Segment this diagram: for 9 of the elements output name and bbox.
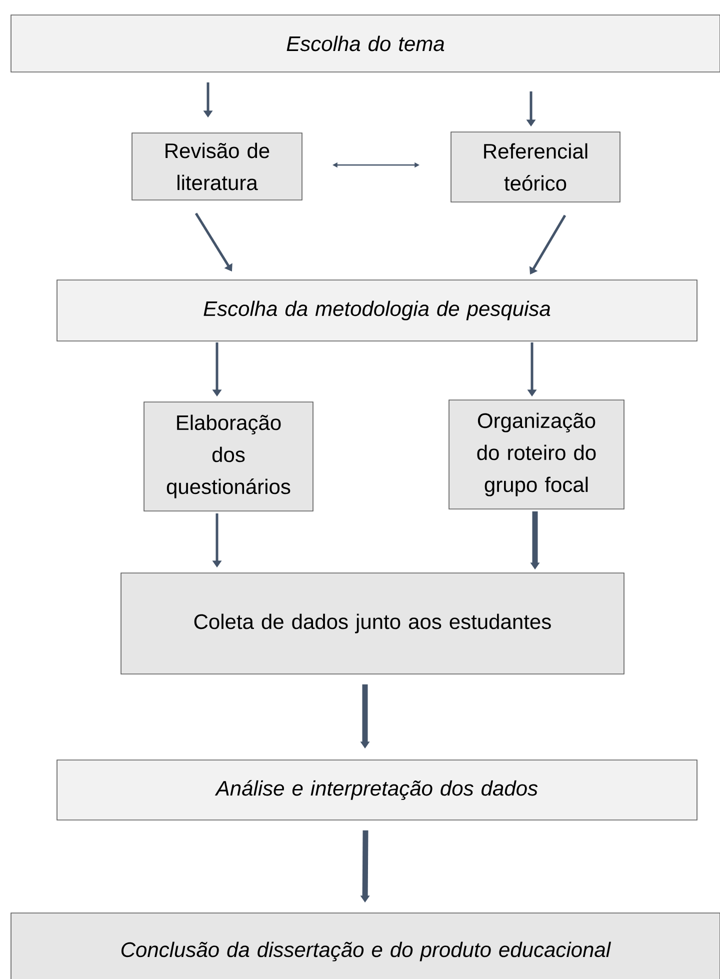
process-box: Conclusão da dissertação e do produto educacional [10, 912, 720, 979]
process-box: Elaboração dos questionários [144, 402, 314, 512]
process-box: Análise e interpretação dos dados [56, 760, 698, 820]
process-box: Escolha do tema [10, 14, 720, 72]
process-box: Organização do roteiro do grupo focal [448, 400, 624, 510]
process-box: Escolha da metodologia de pesquisa [56, 280, 698, 342]
process-box: Revisão de literatura [132, 132, 302, 200]
process-box: Coleta de dados junto aos estudantes [120, 572, 624, 674]
process-box: Referencial teórico [450, 132, 620, 202]
